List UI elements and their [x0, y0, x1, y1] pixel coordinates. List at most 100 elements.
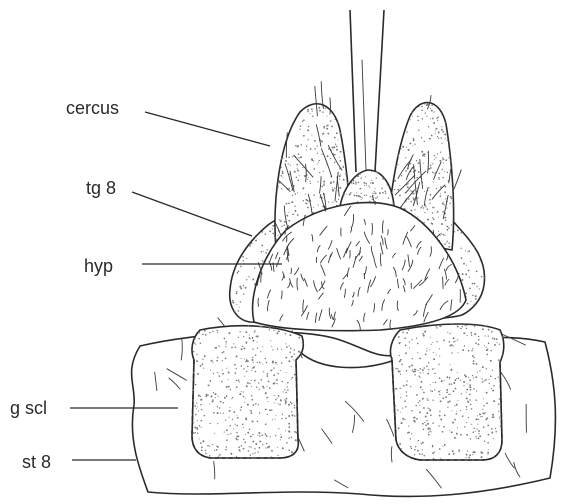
stipple-dot: [266, 443, 268, 445]
stipple-dot: [230, 453, 232, 455]
stipple-dot: [418, 171, 420, 173]
stipple-dot: [294, 407, 296, 409]
stipple-dot: [429, 349, 430, 350]
stipple-dot: [445, 396, 447, 398]
stipple-dot: [428, 432, 429, 433]
stipple-dot: [218, 375, 220, 377]
stipple-dot: [406, 384, 408, 386]
stipple-dot: [273, 374, 275, 376]
stipple-dot: [460, 380, 461, 381]
stipple-dot: [354, 195, 356, 197]
stipple-dot: [453, 453, 455, 455]
stipple-dot: [455, 388, 457, 390]
stipple-dot: [382, 192, 384, 194]
stipple-dot: [441, 223, 443, 225]
stipple-dot: [256, 336, 257, 337]
stipple-dot: [449, 341, 451, 343]
stipple-dot: [430, 167, 432, 169]
stipple-dot: [399, 342, 400, 343]
stipple-dot: [446, 389, 448, 391]
stipple-dot: [394, 180, 396, 182]
stipple-dot: [252, 457, 254, 459]
stipple-dot: [400, 359, 402, 361]
stipple-dot: [272, 360, 274, 362]
stipple-dot: [487, 452, 489, 454]
stipple-dot: [247, 382, 249, 384]
stipple-dot: [313, 207, 314, 208]
stipple-dot: [248, 450, 250, 452]
stipple-dot: [472, 375, 473, 376]
stipple-dot: [476, 399, 478, 401]
stipple-dot: [478, 419, 479, 420]
stipple-dot: [431, 110, 433, 112]
stipple-dot: [475, 342, 477, 344]
stipple-dot: [247, 404, 249, 406]
stipple-dot: [437, 212, 438, 213]
stipple-dot: [338, 199, 339, 200]
stipple-dot: [296, 177, 298, 179]
stipple-dot: [257, 336, 259, 338]
stipple-dot: [291, 451, 293, 453]
stipple-dot: [484, 380, 485, 381]
stipple-dot: [217, 372, 218, 373]
stipple-dot: [325, 108, 326, 109]
stipple-dot: [480, 451, 482, 453]
stipple-dot: [422, 369, 424, 371]
stipple-dot: [194, 375, 195, 376]
stipple-dot: [479, 370, 480, 371]
stipple-dot: [400, 412, 401, 413]
stipple-dot: [432, 422, 433, 423]
stipple-dot: [399, 185, 400, 186]
stipple-dot: [443, 426, 445, 428]
stipple-dot: [414, 369, 415, 370]
stipple-dot: [450, 333, 451, 334]
stipple-dot: [254, 380, 256, 382]
stipple-dot: [240, 287, 242, 289]
genital-sclerite-left: [192, 325, 303, 459]
stipple-dot: [452, 422, 454, 424]
stipple-dot: [441, 380, 443, 382]
stipple-dot: [281, 175, 283, 177]
stipple-dot: [435, 131, 436, 132]
stipple-dot: [361, 199, 362, 200]
stipple-dot: [233, 428, 234, 429]
stipple-dot: [220, 401, 222, 403]
stipple-dot: [230, 389, 231, 390]
stipple-dot: [209, 332, 210, 333]
stipple-dot: [490, 375, 492, 377]
stipple-dot: [284, 389, 285, 390]
stipple-dot: [263, 251, 264, 252]
stipple-dot: [307, 207, 309, 209]
stipple-dot: [417, 216, 418, 217]
label-st8: st 8: [22, 452, 51, 472]
stipple-dot: [484, 326, 485, 327]
stipple-dot: [300, 352, 301, 353]
stipple-dot: [280, 434, 281, 435]
stipple-dot: [319, 160, 320, 161]
label-hyp: hyp: [84, 256, 113, 276]
stipple-dot: [427, 208, 429, 210]
stipple-dot: [498, 376, 499, 377]
stipple-dot: [433, 207, 434, 208]
stipple-dot: [406, 147, 407, 148]
stipple-dot: [427, 428, 429, 430]
stipple-dot: [396, 165, 397, 166]
stipple-dot: [225, 357, 227, 359]
stipple-dot: [476, 363, 478, 365]
stipple-dot: [303, 119, 305, 121]
stipple-dot: [255, 354, 257, 356]
stipple-dot: [336, 149, 338, 151]
stipple-dot: [411, 410, 412, 411]
stipple-dot: [228, 379, 229, 380]
stipple-dot: [239, 393, 241, 395]
stipple-dot: [483, 405, 484, 406]
stipple-dot: [336, 201, 338, 203]
stipple-dot: [296, 405, 298, 407]
stipple-dot: [244, 402, 245, 403]
stipple-dot: [291, 437, 293, 439]
stipple-dot: [271, 456, 272, 457]
stipple-dot: [419, 400, 421, 402]
stipple-dot: [465, 457, 466, 458]
stipple-dot: [332, 147, 334, 149]
stipple-dot: [484, 440, 486, 442]
